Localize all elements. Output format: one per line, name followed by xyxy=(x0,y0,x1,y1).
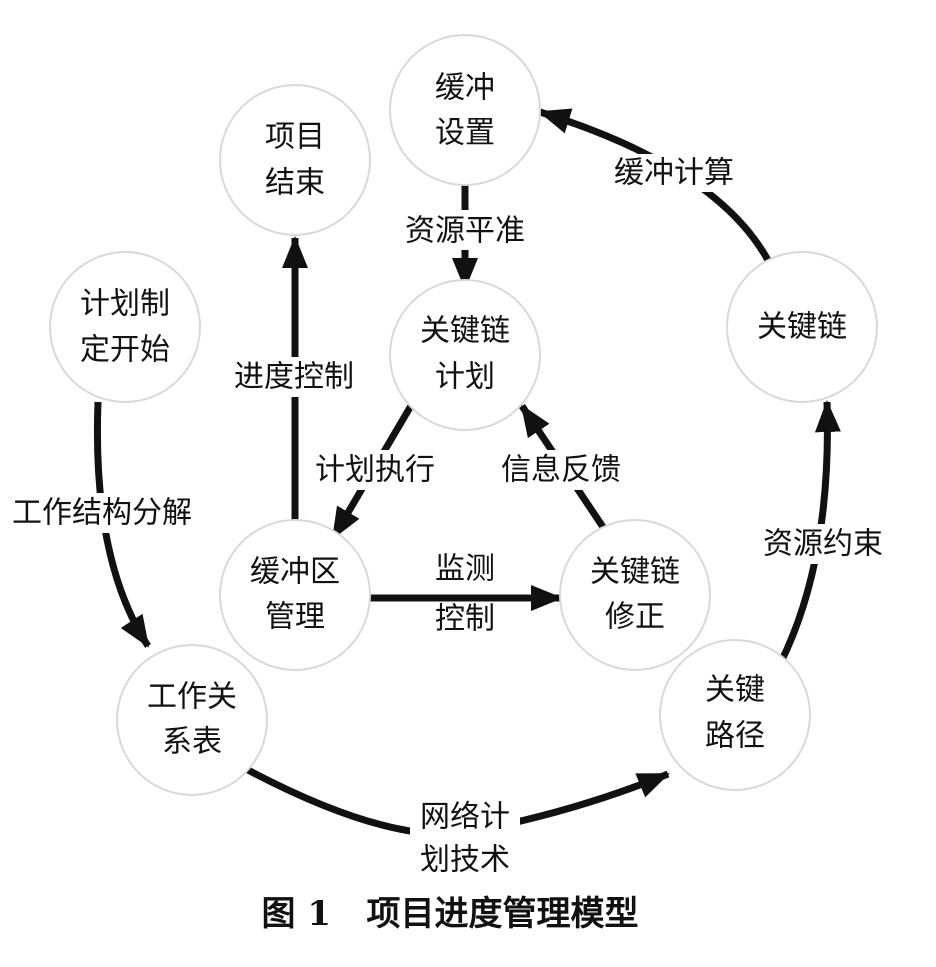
label-plan-execute: 计划执行 xyxy=(315,453,435,488)
label-network-plan-line2: 划技术 xyxy=(420,843,510,878)
svg-text:修正: 修正 xyxy=(605,600,665,635)
label-info-feedback: 信息反馈 xyxy=(501,453,621,488)
label-wbs: 工作结构分解 xyxy=(12,496,192,531)
node-critical-chain-plan: 关键链 计划 xyxy=(390,280,540,430)
node-buffer-setup: 缓冲 设置 xyxy=(390,35,540,185)
label-resource-level: 资源平准 xyxy=(405,214,525,249)
svg-text:路径: 路径 xyxy=(705,719,765,754)
figure-caption: 图 1 项目进度管理模型 xyxy=(261,894,638,934)
svg-text:关键链: 关键链 xyxy=(590,555,680,590)
label-network-plan-line1: 网络计 xyxy=(420,800,510,835)
node-buffer-management: 缓冲区 管理 xyxy=(220,520,370,670)
svg-text:管理: 管理 xyxy=(265,600,325,635)
label-monitor-control-line2: 控制 xyxy=(435,602,495,637)
svg-text:计划: 计划 xyxy=(435,360,495,395)
svg-text:结束: 结束 xyxy=(265,166,325,201)
label-progress-control: 进度控制 xyxy=(234,360,354,395)
label-buffer-calc: 缓冲计算 xyxy=(614,156,734,191)
node-critical-chain: 关键链 xyxy=(727,252,877,402)
svg-text:定开始: 定开始 xyxy=(80,333,170,368)
svg-text:关键链: 关键链 xyxy=(420,314,510,349)
svg-text:项目: 项目 xyxy=(265,120,325,155)
svg-text:缓冲区: 缓冲区 xyxy=(250,555,340,590)
svg-text:工作关: 工作关 xyxy=(147,680,237,715)
svg-text:设置: 设置 xyxy=(435,116,495,151)
svg-text:系表: 系表 xyxy=(162,725,222,760)
node-work-relation-table: 工作关 系表 xyxy=(117,645,267,795)
svg-text:计划制: 计划制 xyxy=(80,287,170,322)
svg-text:缓冲: 缓冲 xyxy=(435,71,495,106)
svg-text:关键: 关键 xyxy=(705,673,765,708)
node-project-end: 项目 结束 xyxy=(220,85,370,235)
label-resource-constraint: 资源约束 xyxy=(763,527,883,562)
node-critical-path: 关键 路径 xyxy=(660,640,810,790)
label-monitor-control-line1: 监测 xyxy=(435,552,495,587)
node-plan-start: 计划制 定开始 xyxy=(50,252,200,402)
svg-text:关键链: 关键链 xyxy=(757,310,847,345)
node-critical-chain-fix: 关键链 修正 xyxy=(560,520,710,670)
